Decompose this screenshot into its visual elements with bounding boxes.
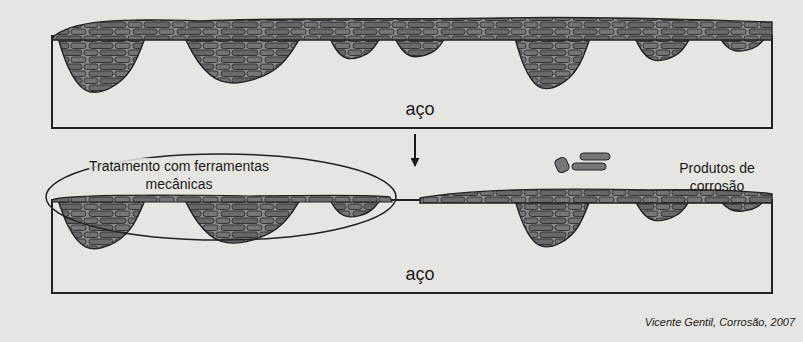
corrosion-pit — [185, 38, 300, 83]
treatment-label: Tratamento com ferramentas mecânicas — [89, 158, 269, 193]
material-label: aço — [360, 263, 480, 286]
corrosion-pit — [395, 38, 445, 57]
source-citation: Vicente Gentil, Corrosão, 2007 — [560, 316, 795, 330]
treated-layer — [52, 195, 392, 202]
steel-block — [52, 36, 772, 128]
corrosion-pit — [515, 200, 590, 247]
corrosion-flakes — [554, 153, 610, 174]
corrosion-pit — [515, 38, 590, 89]
corrosion-layer — [52, 17, 772, 40]
process-arrow — [414, 134, 416, 166]
corrosion-pit — [635, 38, 690, 60]
corrosion-pit — [330, 38, 380, 59]
corrosion-pit — [58, 200, 145, 249]
steel-block — [52, 200, 772, 293]
material-label: aço — [360, 98, 480, 121]
corrosion-pit — [185, 200, 300, 243]
treatment-ellipse: Tratamento com ferramentas mecânicas — [44, 152, 398, 242]
steel-block: aço — [52, 20, 772, 128]
callout-label: Produtos de corrosão — [652, 160, 782, 195]
corrosion-pit — [58, 38, 145, 92]
